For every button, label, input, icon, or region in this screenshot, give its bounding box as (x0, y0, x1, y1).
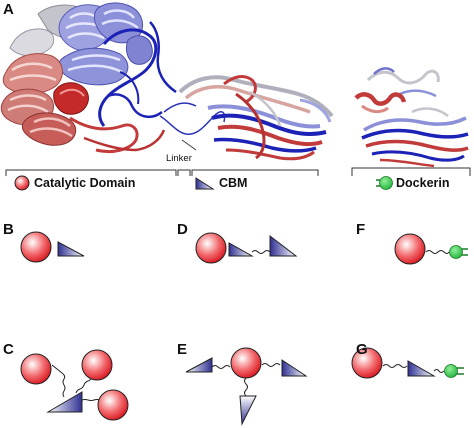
linker-wavy (382, 364, 408, 368)
cbm-triangle (228, 242, 254, 257)
cbm-triangle (407, 360, 436, 377)
dockerin-sphere (444, 364, 458, 378)
linker-structure (159, 102, 226, 151)
cbm-triangle (269, 234, 298, 257)
panel-c-diagram (20, 349, 129, 421)
catalytic-domain-sphere (351, 347, 383, 379)
ribbon-helix (101, 9, 139, 30)
linker-wavy (81, 399, 101, 401)
ribbon-helix (125, 35, 153, 65)
cbm-label: CBM (219, 176, 248, 190)
cbm-bracket (191, 169, 319, 176)
ribbon-helix (9, 28, 55, 57)
catalytic-domain-sphere (230, 347, 262, 379)
cbm-triangle (46, 391, 83, 413)
ribbon-strand (213, 137, 317, 153)
catalytic-domain-sphere (195, 232, 227, 264)
ribbon-helix (59, 88, 85, 97)
ribbon-strand (211, 113, 327, 136)
ribbon-strand (235, 92, 266, 160)
cbm-triangle (185, 357, 213, 373)
ribbon-helix (53, 82, 89, 115)
panel-b-diagram (20, 231, 85, 263)
panel-label-c: C (3, 341, 14, 358)
ribbon-strand (225, 148, 315, 161)
ribbon-strand (119, 71, 140, 105)
panel-label-g: G (356, 341, 368, 358)
catalytic-domain-legend-icon (14, 175, 30, 191)
cbm-triangle (239, 395, 257, 426)
linker-label: Linker (166, 153, 192, 164)
panel-label-b: B (3, 221, 14, 238)
linker-wavy (75, 376, 93, 394)
linker-wavy (211, 365, 231, 369)
linker-pointer-line (181, 139, 197, 151)
catalytic-domain-sphere (20, 231, 52, 263)
ribbon-strand (217, 124, 323, 147)
ribbon-strand (207, 104, 321, 129)
panel-f-diagram (394, 233, 468, 265)
ribbon-helix (67, 54, 123, 74)
ribbon-strand (411, 107, 449, 118)
ribbon-strand (69, 116, 139, 154)
catalytic-domain-structure (0, 2, 177, 154)
ribbon-strand (363, 116, 467, 132)
panel-g-diagram (351, 347, 464, 379)
cbm-legend-icon (195, 177, 215, 190)
dockerin-bracket (351, 167, 471, 176)
ribbon-strand (373, 67, 395, 75)
catalytic-domain-bracket (5, 169, 177, 176)
ribbon-strand (299, 98, 332, 123)
linker-bracket (177, 169, 191, 176)
ribbon-strand (98, 28, 158, 127)
panel-e-diagram (185, 347, 308, 426)
panel-label-d: D (177, 221, 188, 238)
ribbon-helix (7, 94, 49, 114)
linker-wavy (425, 250, 450, 254)
ribbon-strand (178, 75, 334, 118)
ribbon-strand (379, 158, 435, 168)
ribbon-helix (9, 62, 57, 82)
catalytic-domain-sphere (20, 353, 52, 385)
ribbon-strand (83, 129, 166, 152)
cbm-triangle (281, 359, 308, 377)
dockerin-label: Dockerin (396, 176, 450, 190)
cbm-structure (178, 75, 334, 161)
panel-d-diagram (195, 232, 298, 264)
panel-label-f: F (356, 221, 366, 238)
catalytic-domain-sphere (394, 233, 426, 265)
panel-label-e: E (177, 341, 188, 358)
ribbon-strand (223, 75, 257, 104)
ribbon-strand (107, 93, 163, 119)
linker-wavy (261, 363, 281, 367)
ribbon-strand (249, 90, 282, 127)
panel-label-a: A (3, 1, 14, 18)
catalytic-domain-sphere (81, 349, 113, 381)
ribbon-helix (354, 92, 407, 106)
dockerin-structure (354, 67, 469, 168)
ribbon-strand (184, 84, 311, 114)
ribbon-helix (29, 117, 73, 138)
dockerin-legend-icon (376, 176, 393, 190)
cbm-triangle (57, 241, 85, 257)
ribbon-strand (361, 128, 469, 140)
domain-brackets (5, 167, 471, 176)
ribbon-strand (365, 139, 469, 152)
ribbon-strand (371, 150, 465, 162)
linker-wavy (433, 369, 445, 373)
catalytic-domain-sphere (97, 389, 129, 421)
catalytic-domain-label: Catalytic Domain (34, 176, 136, 190)
ribbon-strand (149, 21, 177, 94)
linker-wavy (51, 364, 66, 398)
ribbon-helix (2, 53, 63, 95)
ribbon-strand (366, 69, 440, 85)
ribbon-helix (361, 104, 389, 114)
dockerin-sphere (449, 245, 463, 259)
linker-wavy (251, 250, 271, 254)
linker-wavy (244, 377, 248, 397)
